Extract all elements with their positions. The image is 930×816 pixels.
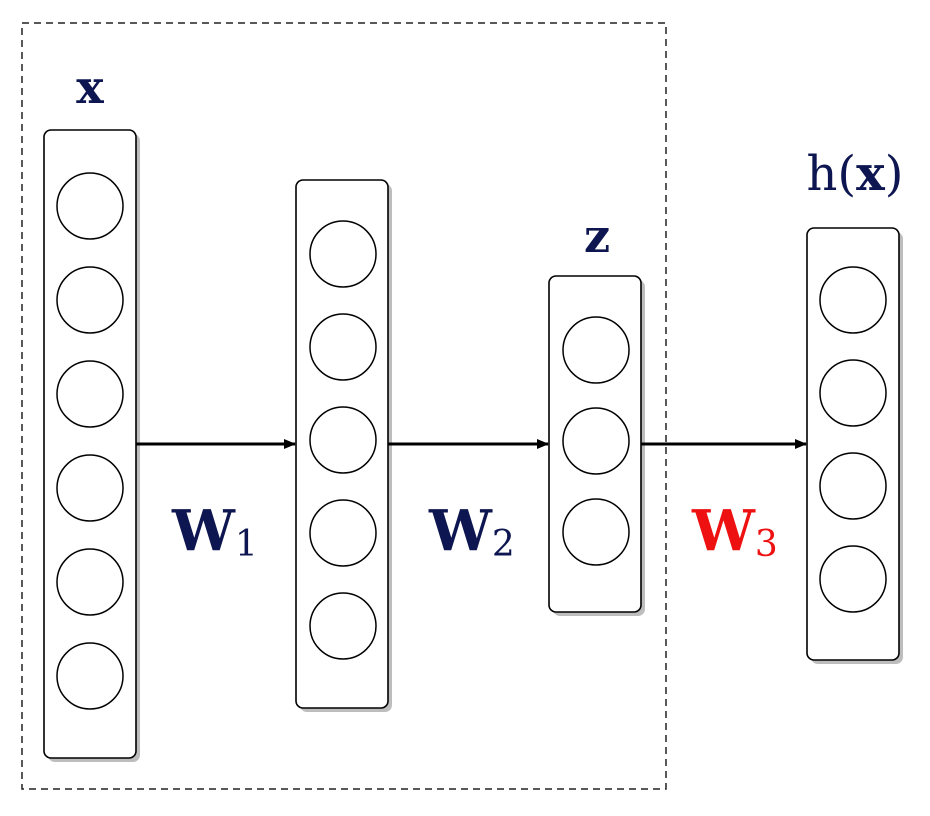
layer-box xyxy=(806,227,900,661)
neuron-node xyxy=(819,359,887,427)
neuron-node xyxy=(56,266,124,334)
weight-label-w1: W1 xyxy=(171,498,258,565)
encoder-dashed-box xyxy=(21,22,667,790)
neuron-node xyxy=(819,452,887,520)
output-label: h(x) xyxy=(807,146,904,202)
neuron-group xyxy=(819,266,887,613)
neuron-node xyxy=(562,498,630,566)
neuron-node xyxy=(309,592,377,660)
input-label: x xyxy=(76,60,104,114)
neuron-node xyxy=(309,406,377,474)
weight-label-w2: W2 xyxy=(428,498,515,565)
neuron-node xyxy=(819,266,887,334)
neuron-group xyxy=(562,316,630,566)
neuron-node xyxy=(56,642,124,710)
latent-label: z xyxy=(584,209,610,263)
neuron-group xyxy=(56,172,124,710)
layer-latent xyxy=(548,275,645,616)
neuron-node xyxy=(56,360,124,428)
layer-hidden xyxy=(295,179,392,712)
layer-input xyxy=(43,129,140,762)
weight-label-w3: W3 xyxy=(691,498,778,565)
neuron-node xyxy=(56,172,124,240)
neuron-node xyxy=(309,499,377,567)
neuron-node xyxy=(562,316,630,384)
neuron-node xyxy=(562,407,630,475)
neuron-node xyxy=(309,313,377,381)
neuron-node xyxy=(309,220,377,288)
neuron-node xyxy=(819,545,887,613)
neuron-node xyxy=(56,548,124,616)
neuron-group xyxy=(309,220,377,660)
neuron-node xyxy=(56,454,124,522)
layer-output xyxy=(806,227,903,664)
